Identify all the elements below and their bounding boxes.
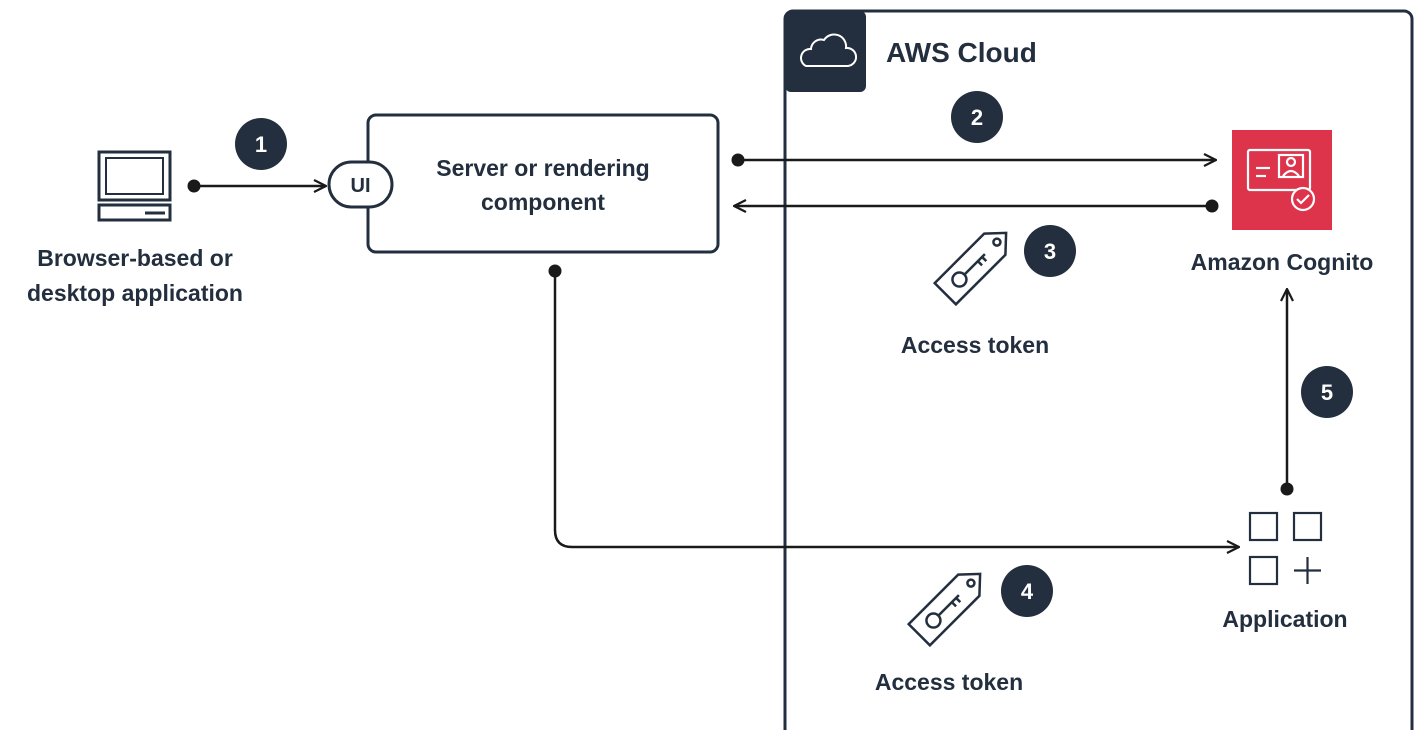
access-token-2: Access token bbox=[875, 572, 1023, 695]
step-badge-1: 1 bbox=[235, 118, 287, 170]
access-token-label: Access token bbox=[875, 669, 1023, 695]
ui-port-pill bbox=[327, 160, 394, 209]
cognito-glyph bbox=[1246, 148, 1316, 212]
application-node: Application bbox=[1222, 511, 1348, 632]
connector-dot bbox=[731, 153, 745, 167]
connector-dot bbox=[187, 179, 201, 193]
tag-key-icon bbox=[906, 572, 982, 648]
cloud-icon bbox=[800, 33, 857, 67]
tag-key-icon bbox=[932, 231, 1008, 307]
server-box bbox=[366, 113, 720, 254]
access-token-1: Access token bbox=[901, 231, 1049, 358]
step-number: 3 bbox=[1044, 239, 1056, 264]
connector-dot bbox=[548, 264, 562, 278]
server-label-line2: component bbox=[481, 189, 605, 215]
aws-cloud-border bbox=[783, 9, 1414, 730]
access-token-label: Access token bbox=[901, 332, 1049, 358]
step-number: 1 bbox=[255, 132, 267, 157]
cognito-label: Amazon Cognito bbox=[1191, 249, 1374, 275]
step-badge-5: 5 bbox=[1301, 366, 1353, 418]
client-application: Browser-based or desktop application bbox=[27, 150, 243, 306]
client-label-line2: desktop application bbox=[27, 280, 243, 306]
step-number: 5 bbox=[1321, 380, 1333, 405]
ui-port: UI bbox=[327, 160, 394, 209]
server-component: Server or rendering component bbox=[366, 113, 720, 254]
step-badges: 1 2 3 4 5 bbox=[235, 91, 1353, 617]
application-grid-icon bbox=[1248, 511, 1323, 586]
step-number: 2 bbox=[971, 105, 983, 130]
connectors bbox=[187, 153, 1294, 548]
step-badge-2: 2 bbox=[951, 91, 1003, 143]
connector-dot bbox=[1205, 199, 1219, 213]
aws-cloud-group: AWS Cloud bbox=[783, 9, 1414, 730]
ui-port-label: UI bbox=[351, 175, 371, 197]
step-badge-4: 4 bbox=[1001, 565, 1053, 617]
application-label: Application bbox=[1222, 606, 1347, 632]
aws-cloud-label: AWS Cloud bbox=[886, 37, 1037, 68]
aws-cloud-header-tile bbox=[785, 11, 866, 92]
connector-server-to-application bbox=[553, 271, 1239, 547]
client-label-line1: Browser-based or bbox=[37, 245, 233, 271]
step-number: 4 bbox=[1021, 579, 1034, 604]
server-label-line1: Server or rendering bbox=[436, 155, 649, 181]
step-badge-3: 3 bbox=[1024, 225, 1076, 277]
amazon-cognito: Amazon Cognito bbox=[1191, 130, 1374, 275]
desktop-computer-icon bbox=[97, 150, 172, 222]
connector-dot bbox=[1280, 482, 1294, 496]
